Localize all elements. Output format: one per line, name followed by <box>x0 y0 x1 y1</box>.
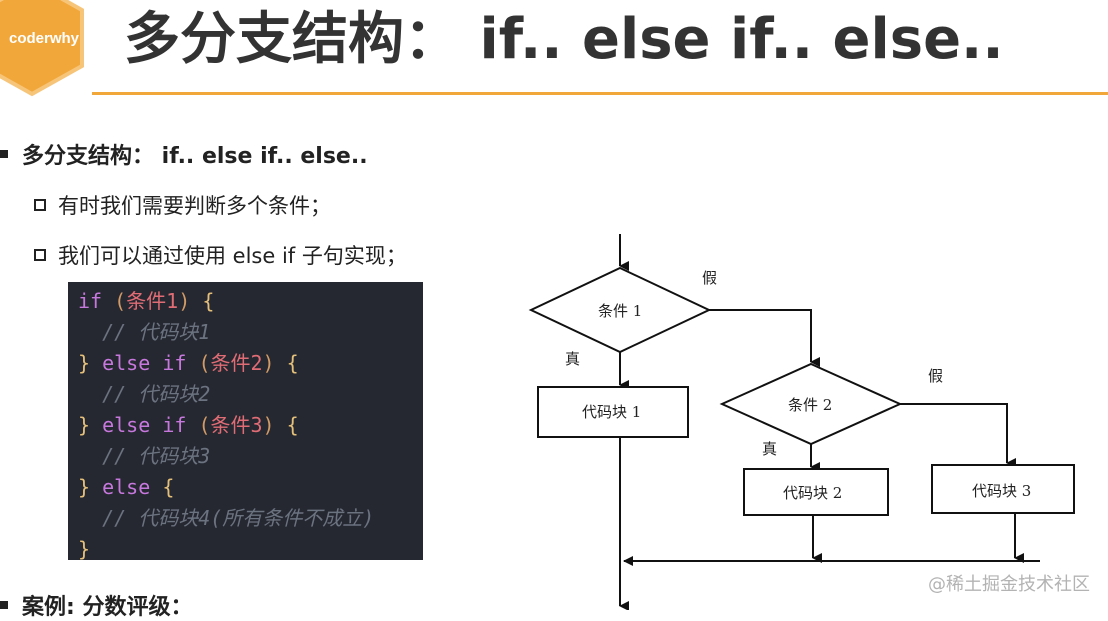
watermark: @稀土掘金技术社区 <box>928 574 1090 595</box>
code-keyword: else <box>102 475 151 499</box>
flow-block1 <box>537 386 689 438</box>
code-line-6: // 代码块3 <box>78 441 423 472</box>
code-comment: // 代码块4(所有条件不成立) <box>102 506 375 530</box>
code-paren: ( <box>114 289 127 313</box>
code-brace: } <box>78 413 91 437</box>
code-line-3: } else if (条件2) { <box>78 348 423 379</box>
code-paren: ) <box>262 351 275 375</box>
code-comment: // 代码块1 <box>102 320 211 344</box>
hollow-square-bullet-icon <box>34 199 46 211</box>
code-brace: { <box>202 289 215 313</box>
flow-block2 <box>743 468 889 516</box>
logo-text: coderwhy <box>8 30 80 47</box>
code-line-5: } else if (条件3) { <box>78 410 423 441</box>
flow-block3 <box>931 464 1075 514</box>
code-line-7: } else { <box>78 472 423 503</box>
flow-label-true1: 真 <box>565 350 580 368</box>
code-brace: { <box>286 351 299 375</box>
code-condition: 条件2 <box>210 351 263 375</box>
code-line-8: // 代码块4(所有条件不成立) <box>78 503 423 534</box>
page-title: 多分支结构： if.. else if.. else.. <box>124 7 1004 72</box>
code-keyword: else <box>102 413 151 437</box>
code-condition: 条件1 <box>126 289 179 313</box>
code-paren: ( <box>198 351 211 375</box>
code-comment: // 代码块2 <box>102 382 211 406</box>
code-comment: // 代码块3 <box>102 444 211 468</box>
title-underline <box>92 92 1108 95</box>
code-paren: ) <box>178 289 191 313</box>
flow-arrow-false2 <box>900 403 1016 468</box>
bullet-sub-1: 有时我们需要判断多个条件； <box>34 190 331 220</box>
code-brace: } <box>78 351 91 375</box>
flow-label-block2: 代码块 2 <box>783 484 842 502</box>
code-brace: { <box>286 413 299 437</box>
code-brace: } <box>78 537 91 561</box>
code-line-4: // 代码块2 <box>78 379 423 410</box>
coderwhy-logo <box>0 0 84 97</box>
bullet-sub-1-text: 有时我们需要判断多个条件； <box>58 194 331 218</box>
code-line-9: } <box>78 534 423 565</box>
flow-label-false1: 假 <box>702 269 717 287</box>
code-line-1: if (条件1) { <box>78 286 423 317</box>
code-keyword: if <box>78 289 103 313</box>
code-condition: 条件3 <box>210 413 263 437</box>
flow-label-cond1: 条件 1 <box>598 302 642 320</box>
hollow-square-bullet-icon <box>34 249 46 261</box>
code-line-2: // 代码块1 <box>78 317 423 348</box>
code-brace: } <box>78 475 91 499</box>
flow-arrow-false1 <box>709 309 820 367</box>
code-keyword: if <box>162 351 187 375</box>
bullet-main: 多分支结构： if.. else if.. else.. <box>0 138 368 170</box>
bullet-sub-2: 我们可以通过使用 else if 子句实现； <box>34 240 407 270</box>
code-paren: ( <box>198 413 211 437</box>
filled-square-bullet-icon <box>0 601 8 609</box>
code-keyword: else <box>102 351 151 375</box>
bullet-sub-2-text: 我们可以通过使用 else if 子句实现； <box>58 244 407 268</box>
bullet-main-text: 多分支结构： if.. else if.. else.. <box>22 144 368 169</box>
code-block: if (条件1) { // 代码块1 } else if (条件2) { // … <box>68 282 423 561</box>
flow-label-block1: 代码块 1 <box>582 403 641 421</box>
code-brace: { <box>162 475 175 499</box>
flow-label-cond2: 条件 2 <box>788 396 832 414</box>
code-paren: ) <box>262 413 275 437</box>
flow-label-true2: 真 <box>762 440 777 458</box>
flow-label-block3: 代码块 3 <box>972 482 1031 500</box>
flow-label-false2: 假 <box>928 367 943 385</box>
filled-square-bullet-icon <box>0 150 8 158</box>
code-keyword: if <box>162 413 187 437</box>
